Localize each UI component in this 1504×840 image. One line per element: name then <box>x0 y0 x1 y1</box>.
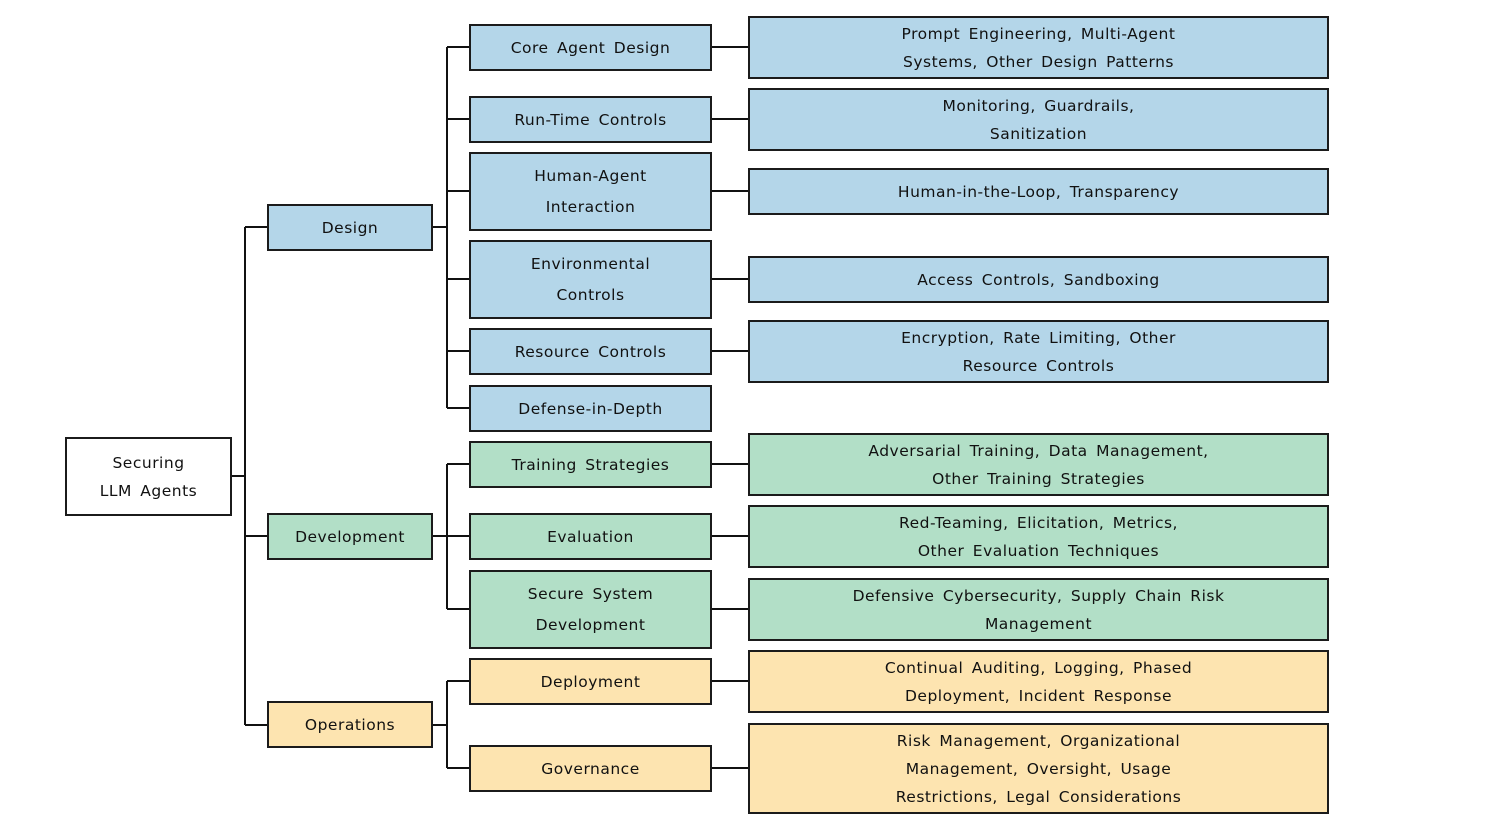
subtopic-resource-controls: Resource Controls <box>469 328 712 375</box>
subtopic-label: Resource Controls <box>514 342 667 361</box>
details-run-time-controls: Monitoring, Guardrails, Sanitization <box>748 88 1329 151</box>
details-core-agent-design: Prompt Engineering, Multi-Agent Systems,… <box>748 16 1329 79</box>
details-environmental-controls: Access Controls, Sandboxing <box>748 256 1329 303</box>
root-label: Securing LLM Agents <box>99 453 198 500</box>
category-label: Design <box>321 218 379 237</box>
details-text: Adversarial Training, Data Management, O… <box>868 441 1209 488</box>
details-training-strategies: Adversarial Training, Data Management, O… <box>748 433 1329 496</box>
details-text: Monitoring, Guardrails, Sanitization <box>942 96 1135 143</box>
subtopic-label: Secure System Development <box>527 584 654 634</box>
subtopic-environmental-controls: Environmental Controls <box>469 240 712 319</box>
subtopic-deployment: Deployment <box>469 658 712 705</box>
details-text: Human-in-the-Loop, Transparency <box>897 182 1180 201</box>
details-deployment: Continual Auditing, Logging, Phased Depl… <box>748 650 1329 713</box>
category-design: Design <box>267 204 433 251</box>
details-text: Access Controls, Sandboxing <box>917 270 1160 289</box>
details-text: Prompt Engineering, Multi-Agent Systems,… <box>901 24 1176 71</box>
details-text: Risk Management, Organizational Manageme… <box>895 731 1182 806</box>
details-resource-controls: Encryption, Rate Limiting, Other Resourc… <box>748 320 1329 383</box>
details-text: Defensive Cybersecurity, Supply Chain Ri… <box>852 586 1225 633</box>
category-development: Development <box>267 513 433 560</box>
subtopic-label: Training Strategies <box>511 455 670 474</box>
subtopic-label: Human-Agent Interaction <box>534 166 647 216</box>
subtopic-label: Defense-in-Depth <box>518 399 663 418</box>
subtopic-label: Deployment <box>540 672 641 691</box>
details-governance: Risk Management, Organizational Manageme… <box>748 723 1329 814</box>
subtopic-run-time-controls: Run-Time Controls <box>469 96 712 143</box>
details-text: Encryption, Rate Limiting, Other Resourc… <box>901 328 1176 375</box>
details-text: Red-Teaming, Elicitation, Metrics, Other… <box>899 513 1178 560</box>
subtopic-core-agent-design: Core Agent Design <box>469 24 712 71</box>
subtopic-secure-system-development: Secure System Development <box>469 570 712 649</box>
details-human-agent-interaction: Human-in-the-Loop, Transparency <box>748 168 1329 215</box>
category-operations: Operations <box>267 701 433 748</box>
category-label: Operations <box>304 715 396 734</box>
subtopic-label: Governance <box>541 759 640 778</box>
subtopic-governance: Governance <box>469 745 712 792</box>
details-evaluation: Red-Teaming, Elicitation, Metrics, Other… <box>748 505 1329 568</box>
subtopic-label: Environmental Controls <box>530 254 651 304</box>
details-secure-system-development: Defensive Cybersecurity, Supply Chain Ri… <box>748 578 1329 641</box>
details-text: Continual Auditing, Logging, Phased Depl… <box>884 658 1193 705</box>
subtopic-evaluation: Evaluation <box>469 513 712 560</box>
subtopic-label: Run-Time Controls <box>514 110 667 129</box>
subtopic-human-agent-interaction: Human-Agent Interaction <box>469 152 712 231</box>
subtopic-label: Core Agent Design <box>510 38 671 57</box>
root-node: Securing LLM Agents <box>65 437 232 516</box>
subtopic-training-strategies: Training Strategies <box>469 441 712 488</box>
subtopic-label: Evaluation <box>547 527 634 546</box>
subtopic-defense-in-depth: Defense-in-Depth <box>469 385 712 432</box>
category-label: Development <box>295 527 405 546</box>
